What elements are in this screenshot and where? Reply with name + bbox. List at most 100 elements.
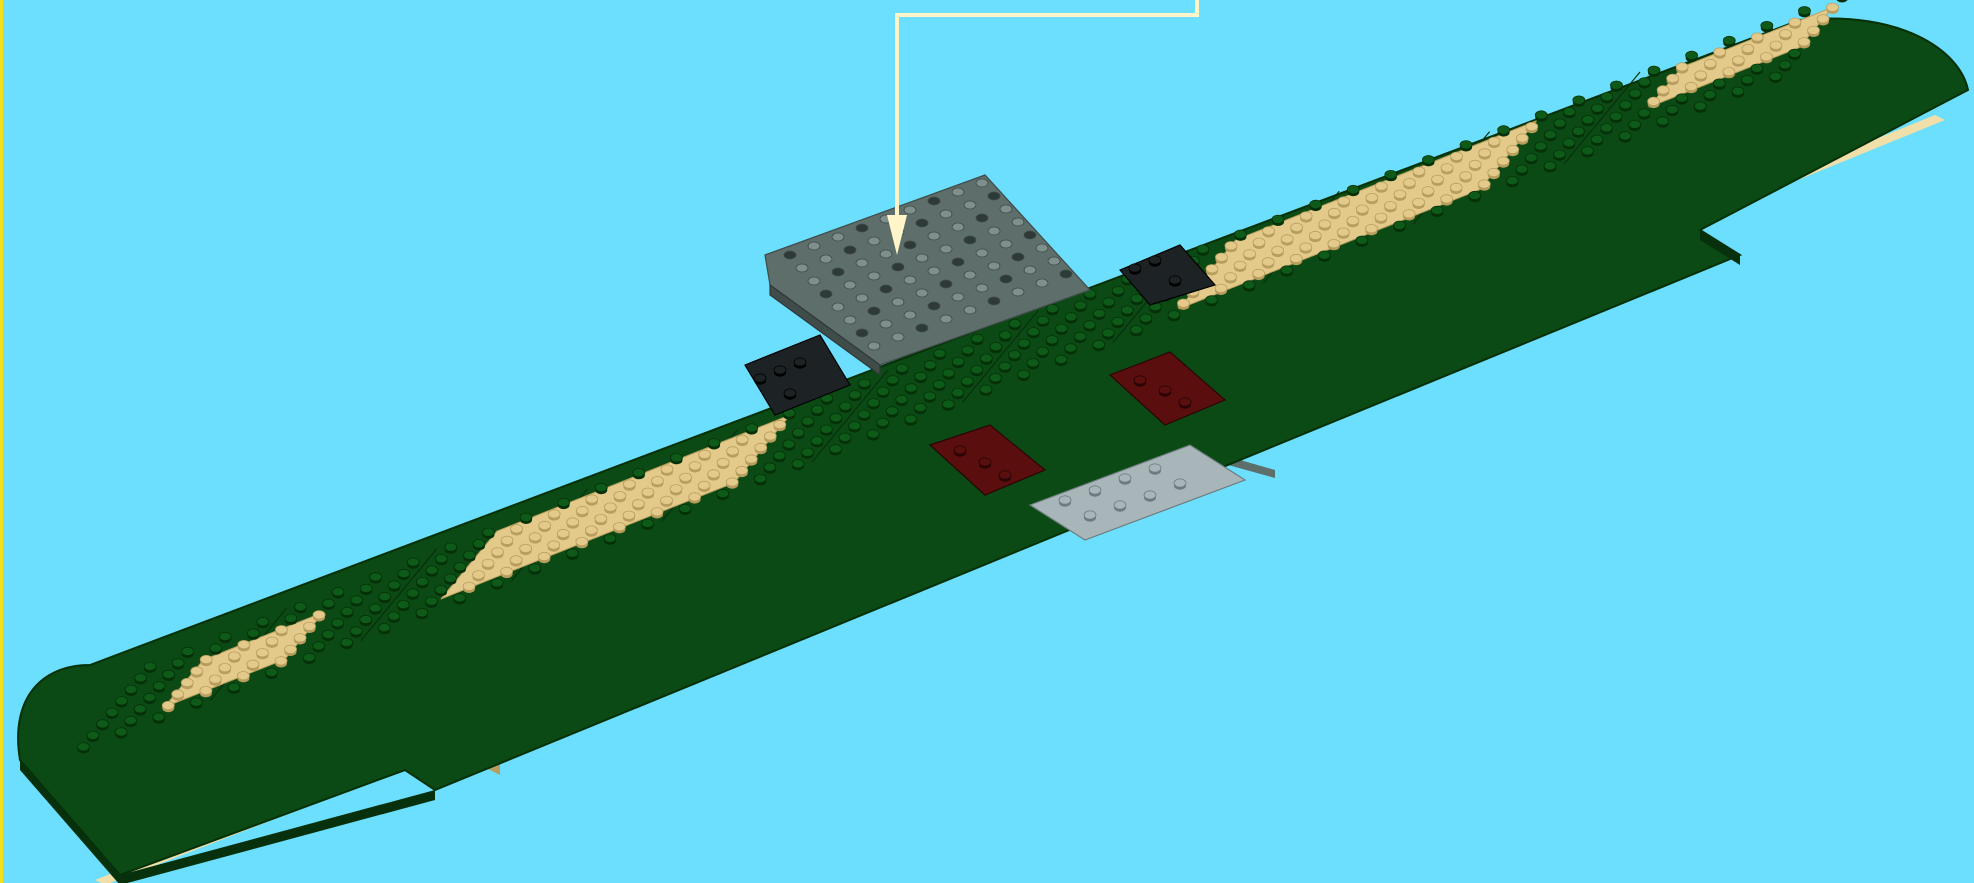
- stud: [1817, 15, 1829, 23]
- stud: [163, 670, 175, 678]
- stud: [473, 571, 485, 579]
- stud: [1732, 56, 1744, 64]
- stud: [1112, 317, 1124, 325]
- stud: [1685, 82, 1697, 90]
- stud: [511, 525, 523, 533]
- stud: [774, 420, 786, 428]
- stud: [266, 637, 278, 645]
- stud: [360, 584, 372, 592]
- stud: [1018, 339, 1030, 347]
- stud: [304, 622, 316, 630]
- grate-stud: [964, 306, 976, 314]
- stud: [1648, 66, 1660, 74]
- stud: [1601, 124, 1613, 132]
- stud: [153, 713, 165, 721]
- stud: [275, 657, 287, 665]
- stud: [1253, 269, 1265, 277]
- grate-stud: [928, 232, 940, 240]
- stud: [1244, 250, 1256, 258]
- stud: [1027, 359, 1039, 367]
- stud: [1676, 94, 1688, 102]
- grate-stud: [976, 179, 988, 187]
- stud: [125, 685, 137, 693]
- stud: [1375, 213, 1387, 221]
- grate-stud: [868, 307, 880, 315]
- stud: [1168, 311, 1180, 319]
- stud: [1441, 164, 1453, 172]
- stud: [595, 483, 607, 491]
- stud: [1253, 238, 1265, 246]
- grate-stud: [856, 294, 868, 302]
- stud: [539, 521, 551, 529]
- grate-stud: [844, 281, 856, 289]
- stud: [182, 647, 194, 655]
- stud: [642, 519, 654, 527]
- stud: [332, 619, 344, 627]
- stud: [980, 385, 992, 393]
- stud: [1310, 200, 1322, 208]
- stud: [425, 597, 437, 605]
- grate-stud: [1024, 231, 1036, 239]
- stud: [794, 358, 806, 366]
- grate-stud: [904, 206, 916, 214]
- stud: [1686, 51, 1698, 59]
- stud: [266, 668, 278, 676]
- stud: [1129, 264, 1141, 272]
- stud: [1639, 78, 1651, 86]
- stud: [1422, 156, 1434, 164]
- stud: [209, 675, 221, 683]
- stud: [1535, 111, 1547, 119]
- stud: [849, 422, 861, 430]
- stud: [924, 392, 936, 400]
- stud: [557, 529, 569, 537]
- stud: [670, 454, 682, 462]
- stud: [1507, 145, 1519, 153]
- stud: [1657, 117, 1669, 125]
- grate-stud: [904, 311, 916, 319]
- stud: [689, 462, 701, 470]
- stud: [1347, 216, 1359, 224]
- grate-stud: [868, 272, 880, 280]
- grate-stud: [820, 255, 832, 263]
- stud: [1760, 53, 1772, 61]
- stud: [1751, 33, 1763, 41]
- stud: [661, 465, 673, 473]
- stud: [971, 334, 983, 342]
- stud: [1422, 187, 1434, 195]
- stud: [586, 495, 598, 503]
- stud: [228, 683, 240, 691]
- stud: [219, 663, 231, 671]
- grate-stud: [832, 303, 844, 311]
- stud: [1629, 120, 1641, 128]
- stud: [1572, 127, 1584, 135]
- grate-stud: [856, 224, 868, 232]
- stud: [708, 470, 720, 478]
- stud: [1591, 104, 1603, 112]
- stud: [651, 508, 663, 516]
- stud: [839, 402, 851, 410]
- stud: [1403, 210, 1415, 218]
- stud: [1403, 179, 1415, 187]
- stud: [1704, 90, 1716, 98]
- stud: [256, 649, 268, 657]
- grate-stud: [940, 315, 952, 323]
- stud: [1460, 172, 1472, 180]
- stud: [520, 513, 532, 521]
- stud: [633, 468, 645, 476]
- stud: [322, 630, 334, 638]
- stud: [200, 686, 212, 694]
- stud: [642, 488, 654, 496]
- stud: [689, 493, 701, 501]
- stud: [783, 440, 795, 448]
- stud: [1432, 175, 1444, 183]
- stud: [764, 432, 776, 440]
- stud: [219, 632, 231, 640]
- stud: [914, 403, 926, 411]
- stud: [717, 458, 729, 466]
- stud: [999, 362, 1011, 370]
- stud: [1059, 496, 1071, 504]
- stud: [1563, 139, 1575, 147]
- stud: [1375, 182, 1387, 190]
- stud: [745, 455, 757, 463]
- stud: [125, 716, 137, 724]
